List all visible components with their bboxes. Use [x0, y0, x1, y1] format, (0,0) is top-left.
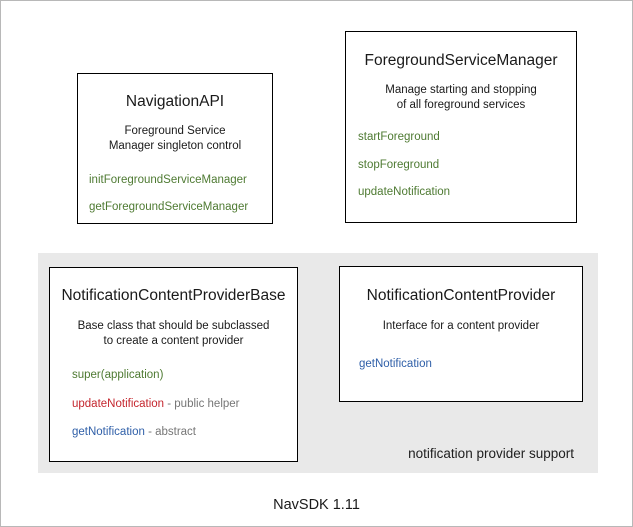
- class-description-line: Interface for a content provider: [382, 320, 540, 332]
- member-item[interactable]: getNotification - abstract: [72, 427, 297, 439]
- group-panel-label: notification provider support: [408, 446, 574, 461]
- class-title-notification-content-provider-base: NotificationContentProviderBase: [61, 287, 286, 304]
- member-item[interactable]: updateNotification - public helper: [72, 397, 297, 411]
- class-box-foreground-service-manager[interactable]: ForegroundServiceManager Manage starting…: [345, 31, 577, 223]
- class-box-notification-content-provider-base[interactable]: NotificationContentProviderBase Base cla…: [49, 267, 298, 462]
- class-title-notification-content-provider: NotificationContentProvider: [366, 287, 556, 304]
- class-description-line: Foreground Service: [124, 125, 226, 137]
- member-name: getNotification: [359, 357, 432, 370]
- member-name: updateNotification: [72, 397, 165, 410]
- member-name: super(application): [72, 369, 164, 382]
- member-list-foreground-service-manager: startForeground stopForeground updateNot…: [346, 132, 576, 199]
- member-name: updateNotification: [358, 186, 451, 199]
- class-title-foreground-service-manager: ForegroundServiceManager: [364, 52, 558, 69]
- member-item[interactable]: stopForeground: [358, 158, 576, 172]
- class-description-line: Manage starting and stopping: [385, 84, 537, 96]
- member-item[interactable]: updateNotification: [358, 187, 576, 199]
- class-box-notification-content-provider[interactable]: NotificationContentProvider Interface fo…: [339, 266, 583, 402]
- member-item[interactable]: super(application): [72, 370, 297, 382]
- member-note: - abstract: [144, 426, 197, 439]
- member-list-notification-content-provider: getNotification: [340, 357, 582, 371]
- member-note: - public helper: [164, 397, 240, 410]
- member-name: initForegroundServiceManager: [89, 174, 247, 187]
- member-name: getForegroundServiceManager: [89, 200, 249, 213]
- diagram-footer-label: NavSDK 1.11: [273, 497, 360, 513]
- class-description-foreground-service-manager: Manage starting and stopping of all fore…: [346, 83, 576, 112]
- member-name: getNotification: [72, 426, 145, 439]
- class-description-line: Manager singleton control: [108, 139, 242, 152]
- class-description-navigation-api: Foreground Service Manager singleton con…: [78, 124, 272, 153]
- class-description-notification-content-provider: Interface for a content provider: [340, 319, 582, 334]
- class-description-line: of all foreground services: [396, 98, 526, 111]
- class-description-line: Base class that should be subclassed: [77, 320, 270, 332]
- member-item[interactable]: getForegroundServiceManager: [89, 200, 272, 214]
- member-item[interactable]: initForegroundServiceManager: [89, 175, 272, 187]
- class-title-navigation-api: NavigationAPI: [125, 93, 225, 110]
- class-description-line: to create a content provider: [103, 334, 244, 347]
- member-name: stopForeground: [358, 158, 440, 171]
- class-description-notification-content-provider-base: Base class that should be subclassed to …: [50, 319, 297, 348]
- class-box-navigation-api[interactable]: NavigationAPI Foreground Service Manager…: [77, 73, 273, 224]
- member-item[interactable]: startForeground: [358, 132, 576, 144]
- member-item[interactable]: getNotification: [359, 357, 582, 371]
- member-list-navigation-api: initForegroundServiceManager getForegrou…: [78, 175, 272, 213]
- member-name: startForeground: [358, 131, 440, 144]
- member-list-notification-content-provider-base: super(application) updateNotification - …: [50, 370, 297, 439]
